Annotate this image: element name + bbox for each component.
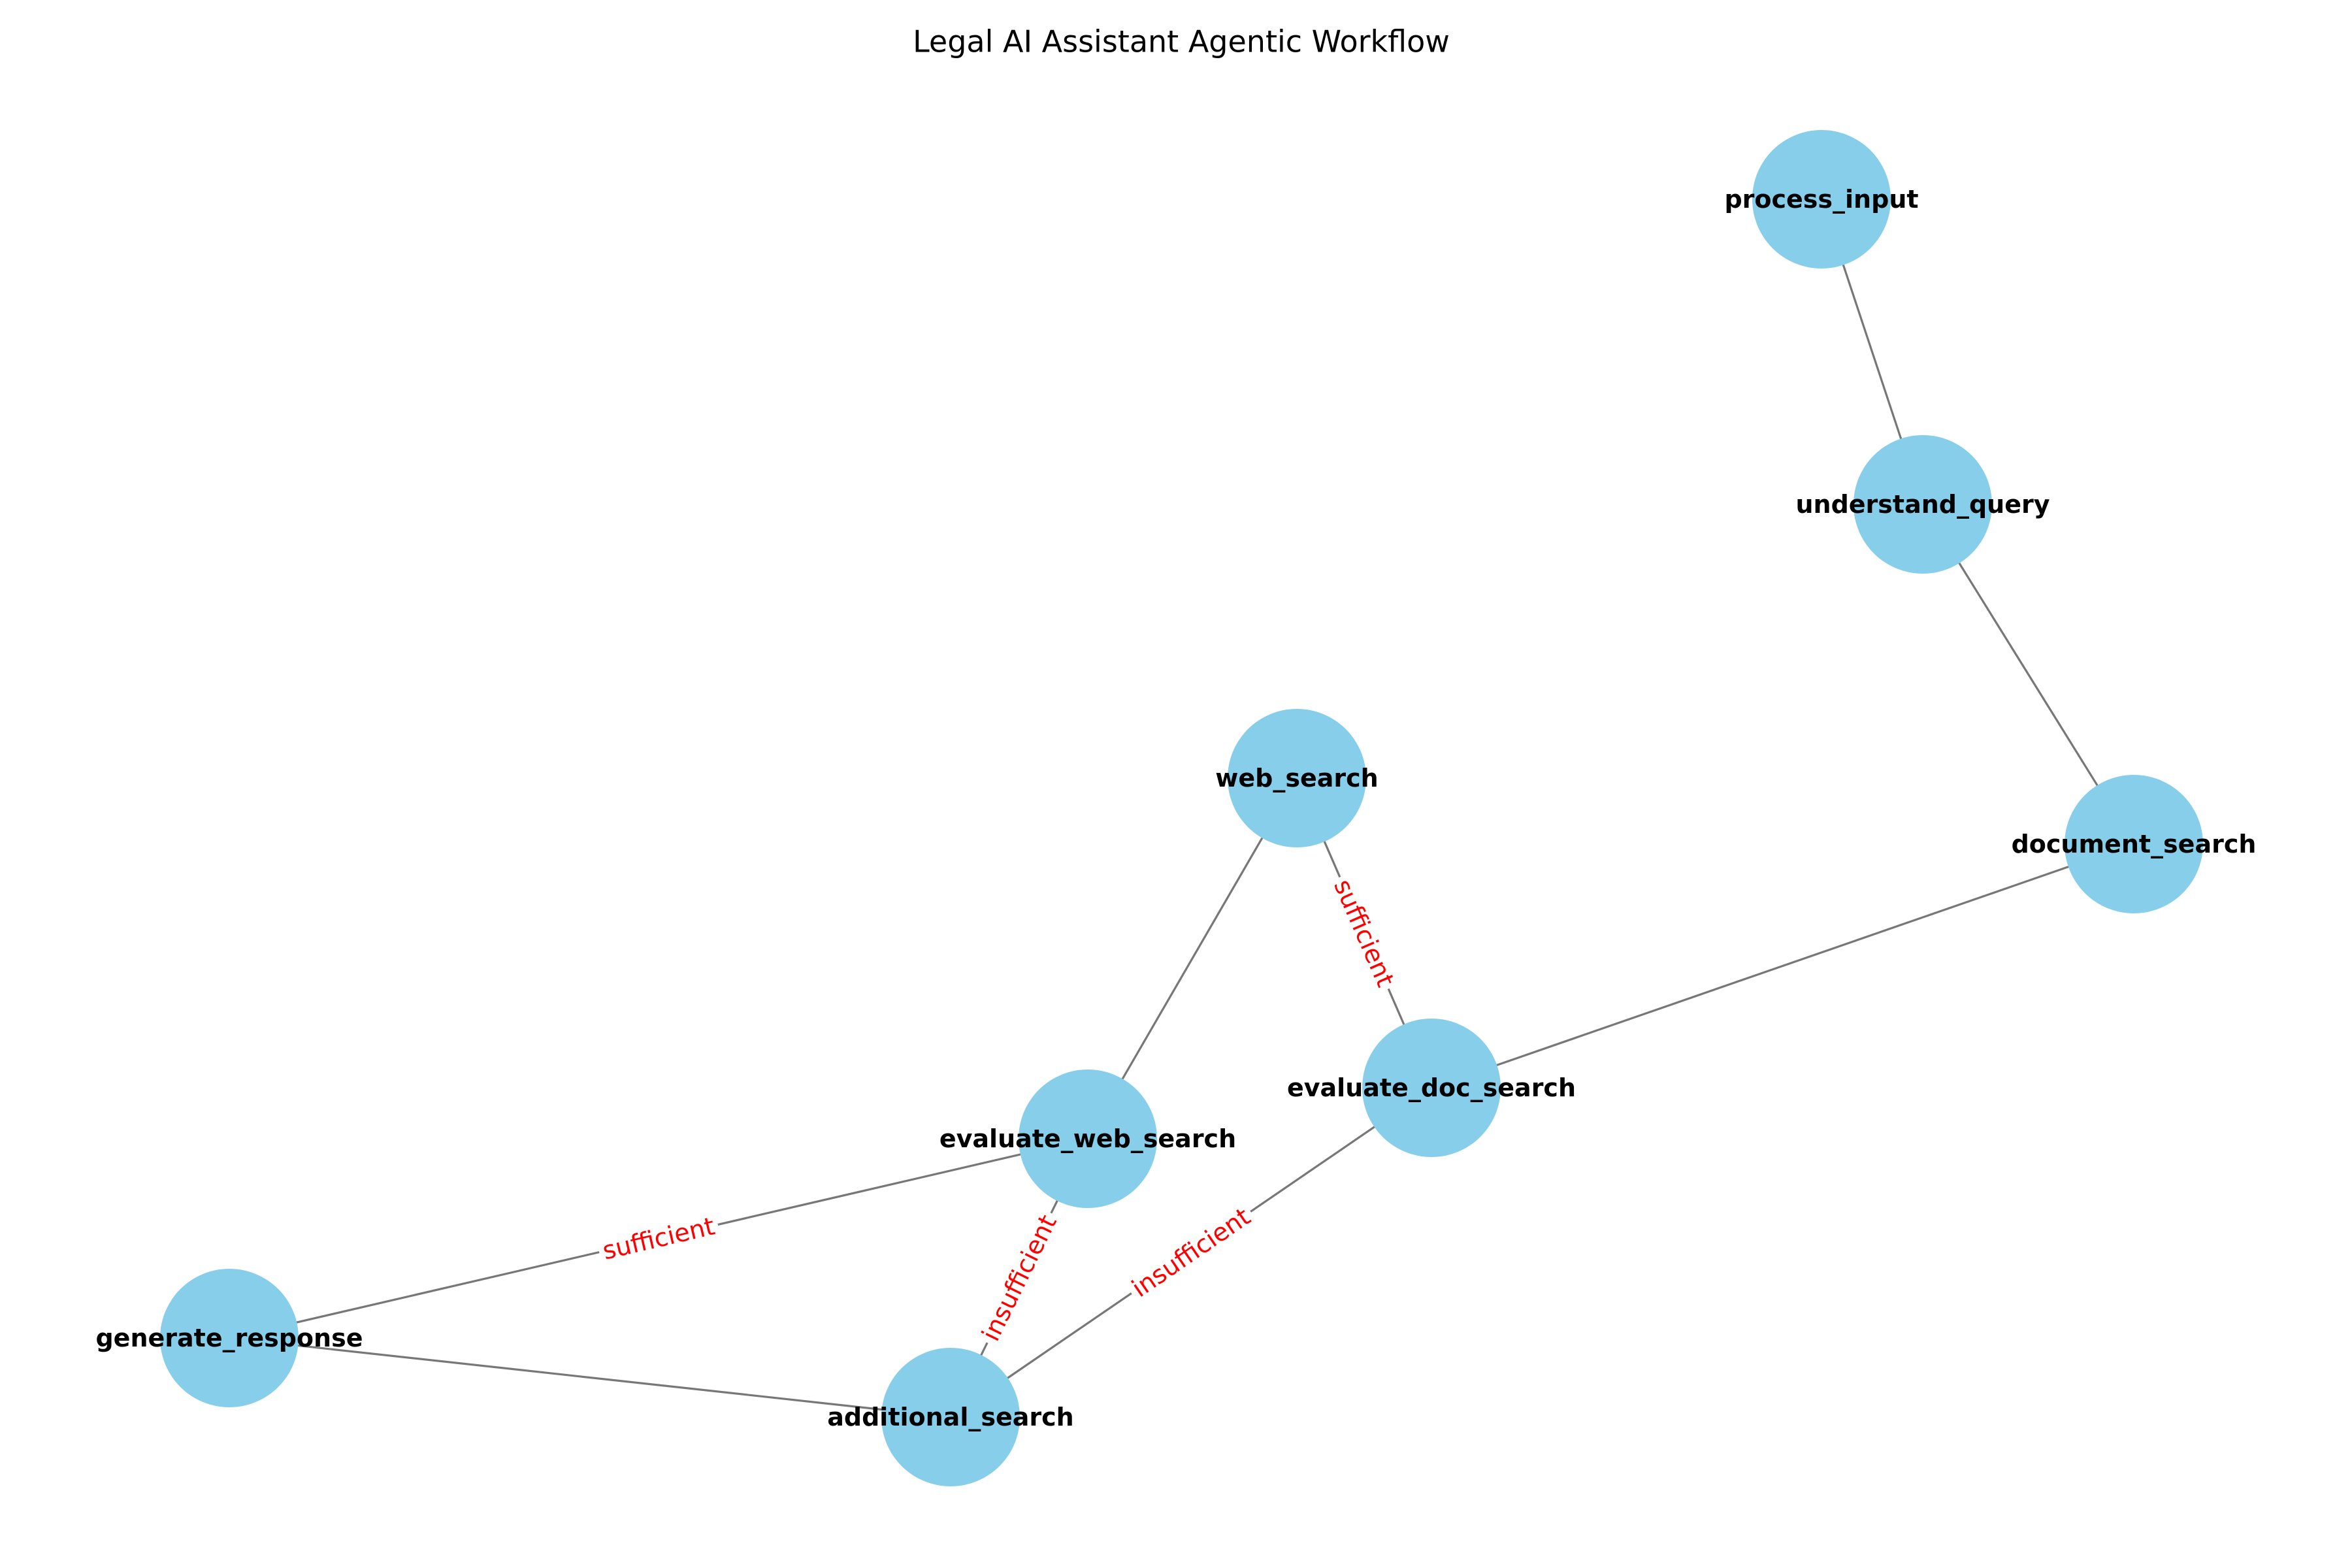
edge-label-background [1325, 870, 1403, 996]
edge-label-text: insufficient [976, 1211, 1062, 1346]
edge-document_search-evaluate_doc_search [1431, 843, 2134, 1089]
node-label-web_search: web_search [1215, 764, 1378, 792]
node-understand_query [1854, 435, 1992, 574]
node-evaluate_doc_search [1362, 1019, 1501, 1157]
diagram-title: Legal AI Assistant Agentic Workflow [913, 24, 1450, 59]
edge-label-text: sufficient [600, 1211, 717, 1265]
edges-layer [229, 199, 2135, 1418]
node-web_search [1228, 709, 1366, 847]
node-label-process_input: process_input [1724, 185, 1918, 214]
edge-web_search-evaluate_web_search [1086, 777, 1298, 1139]
edge-label-background [973, 1206, 1066, 1350]
node-evaluate_web_search [1019, 1070, 1157, 1208]
node-generate_response [160, 1269, 299, 1407]
edge-label-web_search-evaluate_doc_search: sufficient [1325, 870, 1403, 996]
node-label-understand_query: understand_query [1795, 490, 2050, 519]
node-document_search [2065, 775, 2203, 913]
node-labels-layer: process_input understand_query document_se… [95, 185, 2256, 1431]
node-process_input [1752, 130, 1891, 269]
edge-labels-layer: sufficient insufficient insufficient suffic… [595, 870, 1403, 1350]
edge-label-background [1122, 1198, 1260, 1307]
node-additional_search [881, 1348, 1020, 1486]
edge-generate_response-additional_search [229, 1337, 951, 1418]
nodes-layer [160, 130, 2203, 1486]
edge-label-background [595, 1209, 722, 1267]
node-label-document_search: document_search [2012, 830, 2257, 858]
edge-label-evaluate_web_search-additional_search: insufficient [973, 1206, 1066, 1350]
node-label-generate_response: generate_response [95, 1324, 363, 1352]
edge-label-evaluate_doc_search-additional_search: insufficient [1122, 1198, 1260, 1307]
node-label-additional_search: additional_search [827, 1403, 1073, 1431]
node-label-evaluate_doc_search: evaluate_doc_search [1287, 1073, 1576, 1102]
edge-label-text: sufficient [1328, 875, 1400, 991]
edge-label-evaluate_web_search-generate_response: sufficient [595, 1209, 722, 1267]
node-label-evaluate_web_search: evaluate_web_search [939, 1124, 1236, 1153]
edge-label-text: insufficient [1126, 1202, 1255, 1303]
